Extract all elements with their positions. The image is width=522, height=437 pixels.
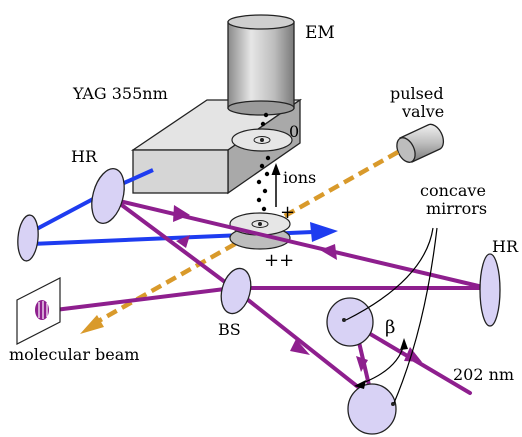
plate-plus-label: + [280,202,295,223]
hr-right-label: HR [492,237,519,256]
concave-label: concave [420,181,486,200]
ion-dots [256,112,271,212]
valve-label: valve [401,102,444,121]
concave-mirror-upper [326,297,374,347]
em-label: EM [305,23,335,43]
ion-plate-zero [231,128,293,152]
beam-arrows [173,205,422,372]
concave-callout-lines [345,227,438,404]
beta-angle-arc [354,338,408,389]
hr-mirror-left [91,168,125,224]
ion-arrow [271,163,281,207]
beta-label: β [385,317,395,338]
plate-plusplus-label: ++ [264,250,294,271]
concave-mirror-lower [347,383,397,435]
hr-left-label: HR [71,147,98,166]
mirrors-label: mirrors [426,199,487,218]
bs-mirror [220,267,252,315]
ions-label: ions [283,168,316,187]
yag-label: YAG 355nm [72,84,168,103]
wavelength-202-label: 202 nm [453,365,514,384]
hr-mirror-right [479,253,501,327]
molecular-beam-label: molecular beam [9,345,139,364]
pulsed-label: pulsed [390,84,444,103]
bs-label: BS [218,320,241,339]
plate-zero-label: 0 [289,122,299,141]
end-mirror-left [17,214,39,262]
em-detector [227,14,295,116]
pulsed-valve [396,123,445,163]
sample-window [16,277,61,345]
